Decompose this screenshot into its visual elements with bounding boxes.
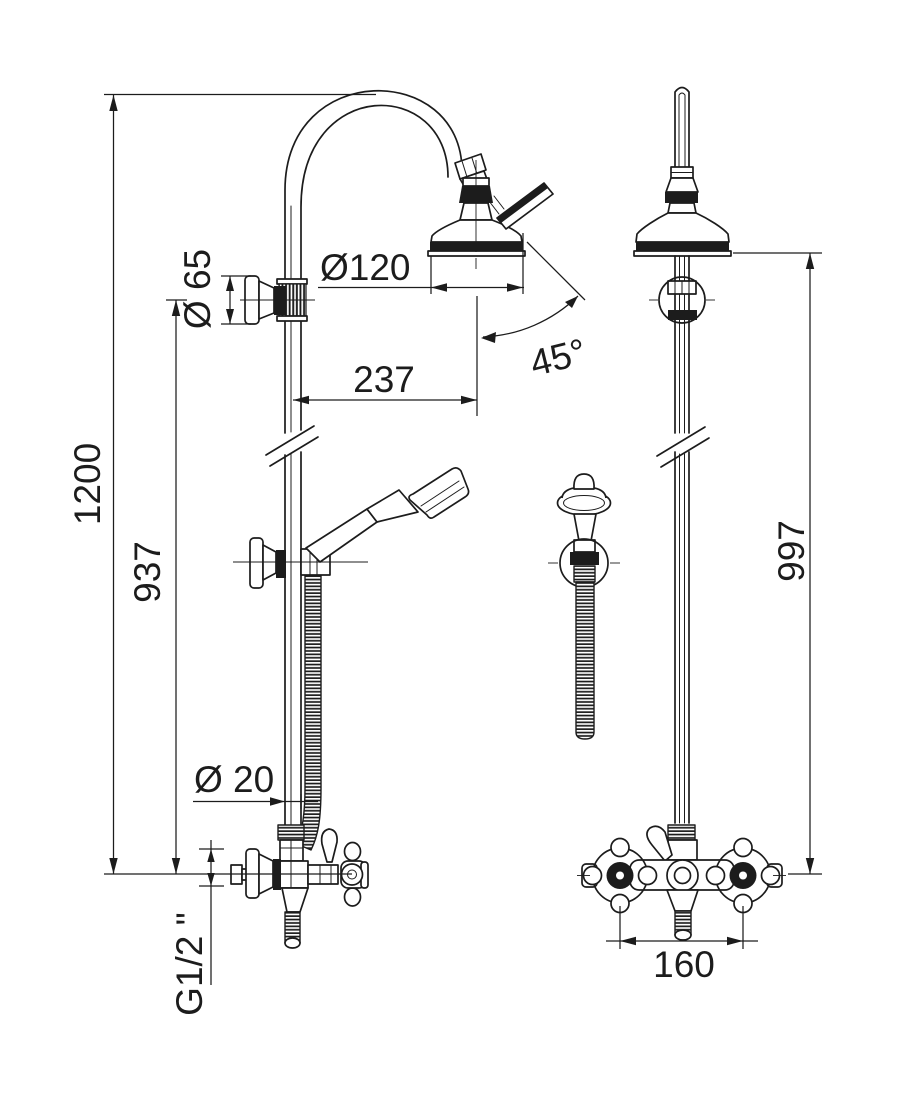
shower-hose-side	[296, 574, 322, 851]
dimension-head-angle: 45°	[481, 241, 590, 384]
wall-mixer-side	[230, 824, 369, 949]
cross-handle-right	[705, 837, 781, 914]
overhead-shower-front	[633, 86, 732, 257]
dimensions: 1200 937 Ø 65 Ø120	[67, 93, 822, 1016]
dimension-label-connection-thread: G1/2 "	[169, 912, 210, 1016]
dimension-head-offset: 237	[293, 296, 478, 416]
dimension-label-connection-centers: 160	[653, 944, 715, 985]
dimension-label-bracket-height: 937	[127, 541, 168, 603]
dimension-label-front-height: 997	[771, 520, 812, 582]
dimension-tube-diameter: Ø 20	[193, 759, 318, 809]
dimension-label-bracket-diameter: Ø 65	[177, 249, 218, 329]
wall-bracket-upper	[240, 275, 315, 325]
dimension-connection-centers: 160	[606, 906, 758, 985]
shower-head-rim	[430, 242, 523, 251]
cross-handle-left	[582, 837, 658, 914]
shower-head-rim-front	[636, 242, 729, 251]
hand-shower-side	[305, 467, 470, 563]
swivel-nut	[454, 153, 487, 180]
mixer-column-nut	[277, 824, 305, 841]
dimension-head-diameter: Ø120	[318, 233, 524, 294]
diverter-lever-side	[320, 828, 338, 863]
diverter-lever-front	[646, 825, 673, 862]
pipe-break-mark	[265, 425, 319, 467]
shower-head-bell-front	[635, 212, 730, 243]
wall-mixer-front	[577, 824, 786, 941]
dimension-connection-thread: G1/2 "	[169, 840, 224, 1016]
dimension-label-tube-diameter: Ø 20	[194, 759, 274, 800]
dimension-front-height: 997	[733, 252, 822, 875]
dimension-overall-height: 1200	[67, 93, 376, 875]
dimension-bracket-diameter: Ø 65	[177, 249, 251, 329]
front-view-drawing	[548, 86, 786, 941]
dimension-label-head-diameter: Ø120	[320, 247, 411, 288]
shower-head-ring-bracket	[649, 255, 715, 434]
dimension-bracket-height: 937	[127, 299, 187, 874]
dimension-label-head-angle: 45°	[526, 331, 590, 384]
mixer-column-nut-front	[667, 824, 696, 841]
hand-shower-face-plate	[408, 467, 470, 519]
overhead-shower-side	[427, 153, 554, 269]
hand-shower-knob	[573, 473, 595, 490]
side-view-drawing	[230, 89, 554, 949]
dimension-label-overall-height: 1200	[67, 443, 108, 525]
pipe-break-mark	[656, 426, 710, 468]
hand-shower-front	[548, 473, 620, 740]
riser-column-front	[656, 426, 710, 824]
dimension-label-head-offset: 237	[353, 359, 415, 400]
riser-column	[265, 89, 463, 826]
shower-hose-front	[575, 581, 595, 740]
